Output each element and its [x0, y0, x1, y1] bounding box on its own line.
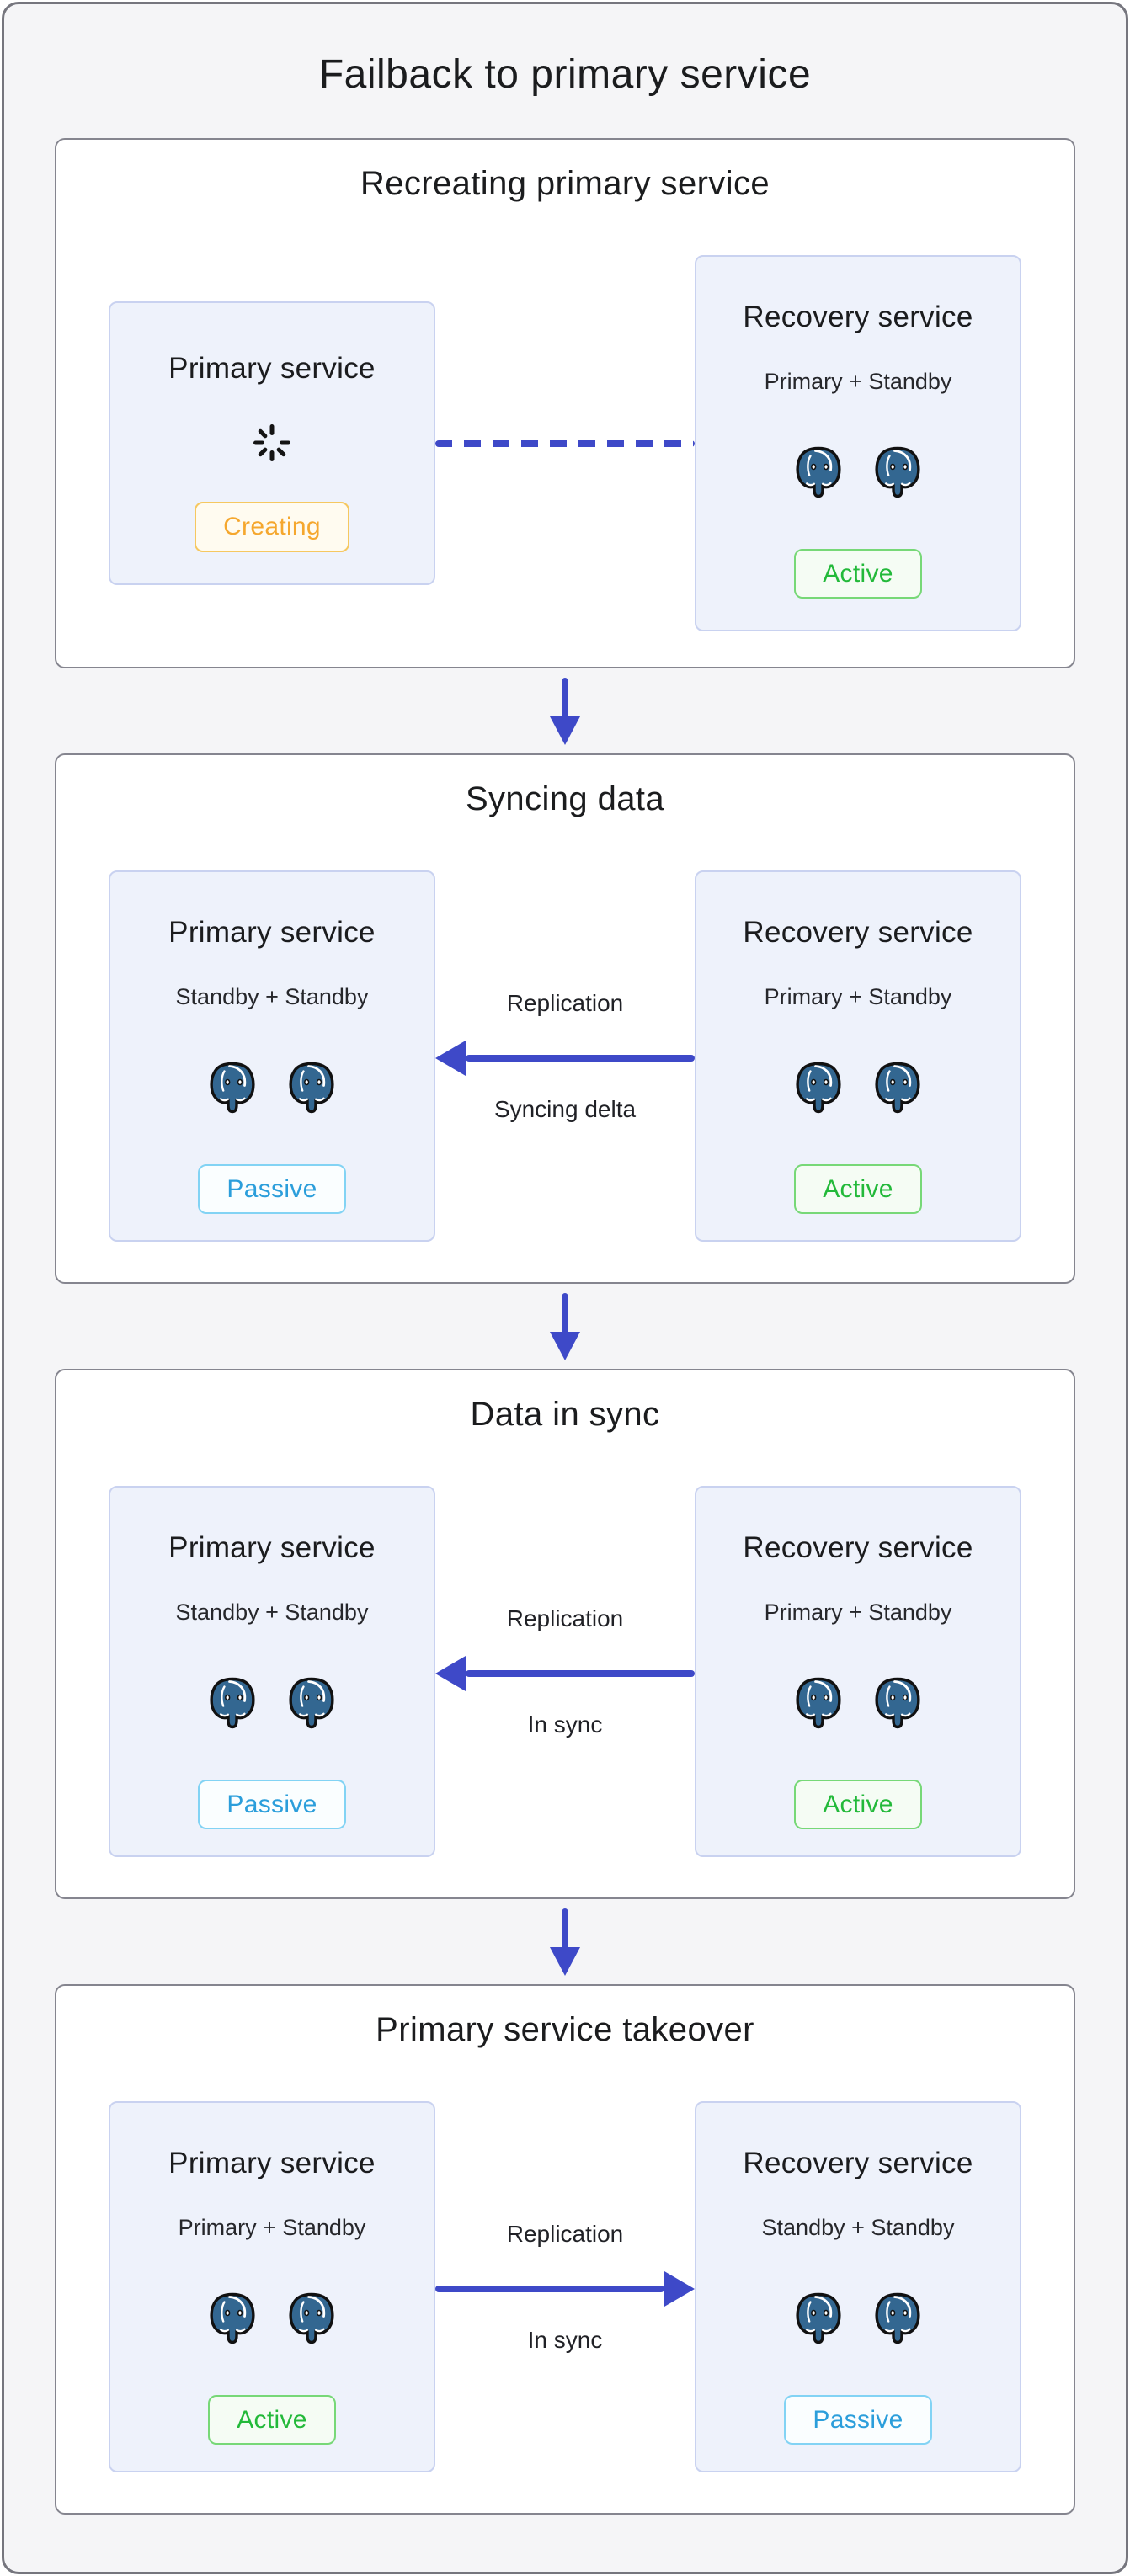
arrow-line	[466, 1054, 695, 1062]
postgres-elephant-icon	[790, 444, 847, 498]
postgres-elephant-icon	[790, 1675, 847, 1729]
postgres-instances	[204, 2291, 340, 2344]
postgres-instances	[790, 444, 926, 498]
postgres-elephant-icon	[204, 2291, 261, 2344]
connector-label-sync-state: In sync	[527, 1711, 603, 1738]
connector-label-sync-state: Syncing delta	[493, 1095, 637, 1122]
replication-dashed-connector	[435, 439, 695, 447]
replication-arrow-right-icon	[435, 2270, 695, 2307]
primary-service-card: Primary service Standby + Standby Passiv…	[109, 870, 435, 1242]
status-badge-active: Active	[794, 1779, 922, 1830]
loading-spinner-icon	[252, 423, 292, 463]
service-card-subtitle: Primary + Standby	[178, 2215, 366, 2241]
postgres-elephant-icon	[790, 1060, 847, 1114]
recovery-service-card: Recovery service Primary + Standby Activ…	[695, 1486, 1021, 1857]
service-card-title: Recovery service	[743, 301, 973, 333]
stage-syncing-data: Syncing data Primary service Standby + S…	[55, 753, 1075, 1284]
status-badge-active: Active	[794, 548, 922, 599]
stage-transition	[55, 1284, 1075, 1369]
status-badge-passive: Passive	[784, 2394, 932, 2446]
postgres-elephant-icon	[869, 2291, 926, 2344]
stage-title: Syncing data	[465, 780, 665, 817]
service-card-title: Primary service	[168, 1531, 376, 1564]
postgres-elephant-icon	[869, 1060, 926, 1114]
arrowhead-right	[664, 2270, 695, 2307]
connector	[435, 439, 695, 447]
status-badge-active: Active	[794, 1163, 922, 1215]
connector: Replication In sync	[435, 1605, 695, 1738]
service-card-title: Primary service	[168, 2147, 376, 2179]
service-card-title: Primary service	[168, 916, 376, 949]
connector: Replication In sync	[435, 2220, 695, 2354]
postgres-instances	[790, 1060, 926, 1114]
stage-transition	[55, 668, 1075, 753]
status-badge-active: Active	[208, 2394, 336, 2446]
flow-down-arrow-icon	[546, 676, 584, 747]
service-card-title: Recovery service	[743, 2147, 973, 2179]
service-card-title: Primary service	[168, 352, 376, 385]
recovery-service-card: Recovery service Primary + Standby Activ…	[695, 255, 1021, 631]
flow-down-arrow-icon	[546, 1907, 584, 1977]
service-card-subtitle: Standby + Standby	[175, 1599, 369, 1626]
stage-title: Recreating primary service	[360, 165, 770, 202]
postgres-elephant-icon	[204, 1675, 261, 1729]
service-card-subtitle: Standby + Standby	[175, 984, 369, 1010]
postgres-instances	[790, 1675, 926, 1729]
page-title: Failback to primary service	[318, 52, 812, 97]
connector: Replication Syncing delta	[435, 989, 695, 1123]
postgres-elephant-icon	[869, 1675, 926, 1729]
postgres-elephant-icon	[283, 1675, 340, 1729]
stage-row: Primary service Standby + Standby Passiv…	[56, 1486, 1074, 1857]
service-card-subtitle: Primary + Standby	[764, 1599, 952, 1626]
arrow-line	[435, 2285, 664, 2292]
service-card-title: Recovery service	[743, 1531, 973, 1564]
connector-label-replication: Replication	[506, 989, 624, 1016]
flow-down-arrow-icon	[546, 1291, 584, 1362]
status-badge-creating: Creating	[195, 502, 349, 552]
service-card-subtitle: Primary + Standby	[764, 369, 952, 395]
service-card-title: Recovery service	[743, 916, 973, 949]
stage-row: Primary service Primary + Standby Active…	[56, 2101, 1074, 2472]
stage-primary-service-takeover: Primary service takeover Primary service…	[55, 1984, 1075, 2515]
connector-label-replication: Replication	[506, 1605, 624, 1631]
primary-service-card: Primary service Creating	[109, 301, 435, 585]
stage-transition	[55, 1899, 1075, 1984]
replication-arrow-left-icon	[435, 1040, 695, 1076]
service-card-subtitle: Primary + Standby	[764, 984, 952, 1010]
status-badge-passive: Passive	[198, 1163, 346, 1215]
connector-label-replication: Replication	[506, 2220, 624, 2247]
postgres-instances	[204, 1675, 340, 1729]
stage-recreating-primary-service: Recreating primary service Primary servi…	[55, 138, 1075, 668]
postgres-instances	[790, 2291, 926, 2344]
status-badge-passive: Passive	[198, 1779, 346, 1830]
primary-service-card: Primary service Standby + Standby Passiv…	[109, 1486, 435, 1857]
service-card-subtitle: Standby + Standby	[761, 2215, 955, 2241]
postgres-elephant-icon	[869, 444, 926, 498]
stage-stack: Recreating primary service Primary servi…	[55, 138, 1075, 2515]
postgres-elephant-icon	[283, 1060, 340, 1114]
stage-title: Primary service takeover	[376, 2011, 754, 2048]
replication-arrow-left-icon	[435, 1655, 695, 1691]
connector-label-sync-state: In sync	[527, 2326, 603, 2353]
stage-title: Data in sync	[470, 1396, 660, 1433]
stage-row: Primary service Standby + Standby Passiv…	[56, 870, 1074, 1242]
postgres-elephant-icon	[204, 1060, 261, 1114]
recovery-service-card: Recovery service Standby + Standby Passi…	[695, 2101, 1021, 2472]
postgres-instances	[204, 1060, 340, 1114]
postgres-elephant-icon	[790, 2291, 847, 2344]
arrowhead-left	[435, 1655, 466, 1691]
stage-data-in-sync: Data in sync Primary service Standby + S…	[55, 1369, 1075, 1899]
primary-service-card: Primary service Primary + Standby Active	[109, 2101, 435, 2472]
arrowhead-left	[435, 1040, 466, 1076]
postgres-elephant-icon	[283, 2291, 340, 2344]
stage-row: Primary service Creating Recovery servic…	[56, 255, 1074, 631]
arrow-line	[466, 1669, 695, 1677]
recovery-service-card: Recovery service Primary + Standby Activ…	[695, 870, 1021, 1242]
